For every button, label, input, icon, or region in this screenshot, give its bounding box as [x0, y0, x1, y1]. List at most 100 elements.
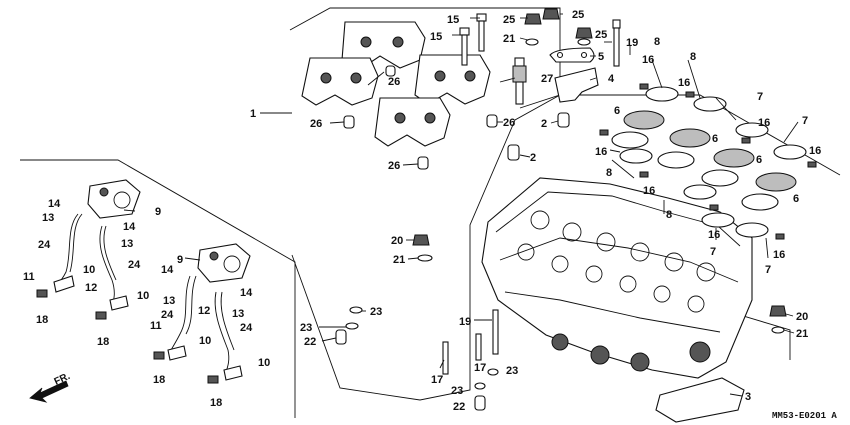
callout-18: 18	[97, 336, 109, 348]
stud-bolt	[442, 341, 449, 375]
screw	[95, 311, 107, 320]
callout-26: 26	[503, 117, 515, 129]
callout-24: 24	[161, 309, 174, 321]
callout-3: 3	[745, 391, 751, 403]
o-ring	[349, 306, 363, 314]
callout-1: 1	[250, 108, 256, 120]
bracket	[554, 67, 599, 103]
band-clamp	[683, 184, 717, 200]
cap-nut	[575, 27, 593, 39]
screw	[36, 289, 48, 298]
screw	[685, 91, 695, 98]
plate	[549, 47, 595, 63]
callout-2: 2	[530, 152, 536, 164]
air-valve-assembly	[197, 243, 251, 283]
callout-20: 20	[391, 235, 403, 247]
callout-17: 17	[431, 374, 443, 386]
head-gasket	[655, 377, 745, 423]
stud-bolt	[612, 19, 621, 67]
callout-8: 8	[654, 36, 660, 48]
callout-14: 14	[48, 198, 61, 210]
callout-15: 15	[447, 14, 459, 26]
screw	[207, 375, 219, 384]
dowel-pin	[417, 156, 429, 170]
screw	[775, 233, 785, 240]
stud-bolt	[475, 333, 482, 361]
callout-7: 7	[710, 246, 716, 258]
callout-13: 13	[163, 295, 175, 307]
front-direction-arrow: FR.	[29, 371, 72, 403]
cap-nut	[542, 8, 560, 20]
callout-16: 16	[758, 117, 770, 129]
vacuum-tube	[169, 275, 191, 353]
callout-26: 26	[388, 160, 400, 172]
screw	[639, 83, 649, 90]
screw	[709, 204, 719, 211]
screw	[153, 351, 165, 360]
callout-16: 16	[642, 54, 654, 66]
o-ring	[474, 382, 486, 390]
dowel-pin	[343, 115, 355, 129]
callouts: 1 2 2 3 4 5 6 6 6 6 7 7 7 7 8 8 8 8 9 9 …	[23, 9, 821, 413]
callout-6: 6	[793, 193, 799, 205]
screw	[807, 161, 817, 168]
callout-23: 23	[370, 306, 382, 318]
callout-16: 16	[678, 77, 690, 89]
o-ring	[487, 368, 499, 376]
band-clamp	[701, 212, 735, 228]
diagram-code: MM53-E0201 A	[772, 411, 837, 421]
callout-10: 10	[137, 290, 149, 302]
washer	[577, 38, 591, 46]
callout-18: 18	[210, 397, 222, 409]
callout-9: 9	[155, 206, 161, 218]
callout-14: 14	[161, 264, 174, 276]
band-clamp	[645, 86, 679, 102]
dowel-pin	[385, 65, 396, 77]
washer	[417, 254, 433, 262]
callout-7: 7	[757, 91, 763, 103]
plate-hole	[580, 51, 588, 59]
joint	[223, 365, 243, 381]
callout-27: 27	[541, 73, 553, 85]
camshaft-holder	[414, 54, 491, 105]
dowel-pin	[335, 329, 347, 345]
band-clamp	[619, 148, 653, 164]
callout-16: 16	[643, 185, 655, 197]
callout-4: 4	[608, 73, 615, 85]
callout-16: 16	[708, 229, 720, 241]
callout-21: 21	[503, 33, 515, 45]
vacuum-tube	[220, 291, 235, 351]
vacuum-tube	[214, 291, 230, 373]
callout-23: 23	[451, 385, 463, 397]
cap-nut	[769, 305, 787, 317]
intake-group-frame	[519, 94, 841, 176]
callout-5: 5	[598, 51, 604, 63]
plate-hole	[556, 51, 564, 59]
camshaft-holder	[301, 57, 379, 106]
callout-12: 12	[198, 305, 210, 317]
callout-10: 10	[258, 357, 270, 369]
callout-8: 8	[606, 167, 612, 179]
callout-6: 6	[756, 154, 762, 166]
band-clamp	[735, 122, 769, 138]
callout-23: 23	[506, 365, 518, 377]
breather-group-frame	[20, 159, 296, 418]
band-clamp	[773, 144, 807, 160]
front-direction-label: FR.	[53, 371, 72, 388]
vacuum-tube	[185, 275, 197, 335]
intake-pipe	[611, 110, 665, 149]
callout-20: 20	[796, 311, 808, 323]
callout-24: 24	[38, 239, 51, 251]
cap-nut	[412, 234, 430, 246]
callout-16: 16	[809, 145, 821, 157]
screw	[639, 171, 649, 178]
flange-bolt	[476, 13, 487, 52]
callout-17: 17	[474, 362, 486, 374]
callout-13: 13	[121, 238, 133, 250]
callout-21: 21	[393, 254, 405, 266]
callout-9: 9	[177, 254, 183, 266]
callout-18: 18	[153, 374, 165, 386]
callout-18: 18	[36, 314, 48, 326]
callout-10: 10	[199, 335, 211, 347]
cap-nut	[524, 13, 542, 25]
